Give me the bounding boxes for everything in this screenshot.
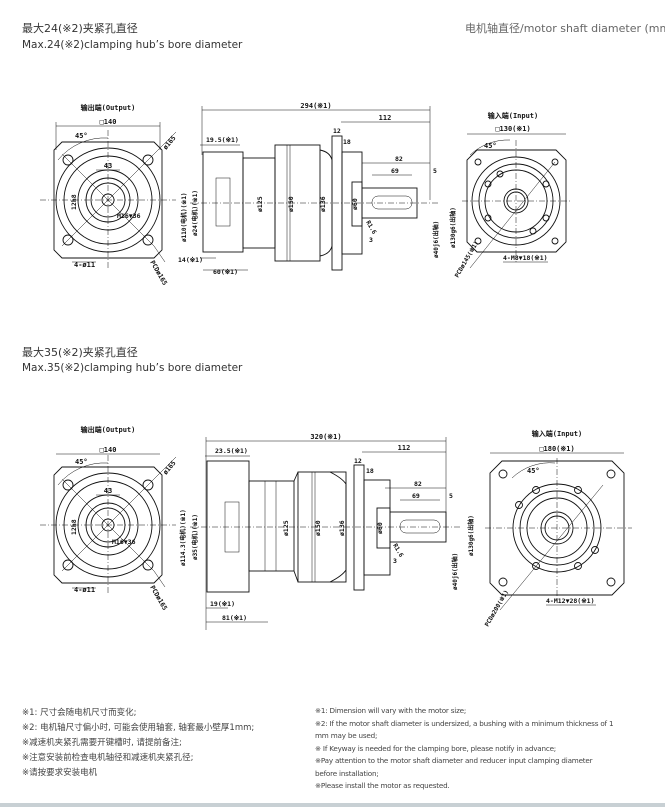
length-14: 19(※1)	[210, 600, 235, 608]
output-angle: 45°	[75, 132, 88, 140]
output-pcd: PCDø165	[148, 584, 169, 612]
output-43: 43	[104, 487, 112, 495]
dia-spigot: ø130g6(出轴)	[467, 515, 475, 556]
length-18: 18	[343, 138, 351, 146]
output-pcd-dia: ø165	[161, 134, 177, 151]
length-5: 5	[449, 492, 453, 500]
input-end-view: 输入端(Input) □130(※1) 45° 4-M8▼18(※1) PCDø…	[453, 111, 572, 279]
note-en: ※ If Keyway is needed for the clamping b…	[315, 743, 557, 753]
length-12: 12	[354, 457, 362, 465]
dia-136: ø136	[338, 520, 346, 536]
input-square-dim: □180(※1)	[539, 445, 574, 453]
output-angle: 45°	[75, 458, 88, 466]
dia-125: ø125	[282, 520, 290, 536]
length-12: 12	[333, 127, 341, 135]
length-3: 3	[393, 557, 397, 565]
output-thread: M16▼36	[112, 538, 136, 546]
note-cn: ※注意安装前检查电机轴径和减速机夹紧孔径;	[22, 753, 194, 763]
section-2-title-cn: 最大35(※2)夹紧孔直径	[22, 346, 138, 359]
dia-motor-flange: ø114.3(电机)(※1)	[179, 509, 187, 566]
length-hub: 23.5(※1)	[215, 447, 248, 455]
notes-en: ※1: Dimension will vary with the motor s…	[315, 705, 615, 793]
output-end-view: 输出端(Output) □140 45° ø165 43 12h8 M16▼36…	[40, 425, 178, 612]
output-holes: 4-ø11	[74, 261, 95, 269]
note-en: ※Please install the motor as requested.	[315, 781, 450, 790]
length-total: 320(※1)	[310, 433, 341, 441]
output-key: 12h8	[70, 194, 78, 210]
input-thread: 4-M8▼18(※1)	[503, 254, 548, 262]
bottom-divider	[0, 803, 665, 807]
length-total: 294(※1)	[300, 102, 331, 110]
dia-60: ø60	[351, 198, 359, 210]
length-60: 81(※1)	[222, 614, 247, 622]
note-cn: ※减速机夹紧孔需要开键槽时, 请提前备注;	[22, 738, 182, 748]
length-112: 112	[398, 444, 411, 452]
dia-125: ø125	[256, 196, 264, 212]
motor-shaft-diameter-label: 电机轴直径/motor shaft diameter (mm)	[465, 22, 665, 35]
length-14: 14(※1)	[178, 256, 203, 264]
length-112: 112	[379, 114, 392, 122]
input-pcd: PCDø200(※1)	[483, 588, 511, 628]
note-cn: ※2: 电机轴尺寸偏小时, 可能会使用轴套, 轴套最小壁厚1mm;	[22, 723, 255, 733]
section-2-drawing: 输出端(Output) □140 45° ø165 43 12h8 M16▼36…	[40, 425, 632, 630]
length-3: 3	[369, 236, 373, 244]
input-thread: 4-M12▼28(※1)	[546, 597, 595, 605]
input-square-dim: □130(※1)	[495, 125, 530, 133]
length-hub: 19.5(※1)	[206, 136, 239, 144]
input-label: 输入端(Input)	[488, 111, 539, 120]
output-key: 12h8	[70, 519, 78, 535]
input-label: 输入端(Input)	[532, 429, 583, 438]
length-82: 82	[395, 155, 403, 163]
input-end-view: 输入端(Input) □180(※1) 45° 4-M12▼28(※1) PCD…	[483, 429, 632, 628]
dia-clamp-bore: ø24(电机)(※1)	[191, 190, 199, 236]
output-label: 输出端(Output)	[81, 103, 136, 112]
output-holes: 4-ø11	[74, 586, 95, 594]
output-square-dim: □140	[100, 446, 117, 454]
dia-motor-flange: ø110(电机)(※1)	[180, 192, 188, 242]
notes-cn: ※1: 尺寸会随电机尺寸而变化; ※2: 电机轴尺寸偏小时, 可能会使用轴套, …	[22, 706, 254, 781]
output-end-view: 输出端(Output) □140 45° ø165 43 12h8 M16▼36…	[40, 103, 178, 287]
output-square-dim: □140	[100, 118, 117, 126]
length-69: 69	[412, 492, 420, 500]
dia-136: ø136	[319, 196, 327, 212]
output-pcd: PCDø165	[148, 259, 169, 287]
dia-clamp-bore: ø35(电机)(※1)	[191, 514, 199, 560]
note-cn: ※1: 尺寸会随电机尺寸而变化;	[22, 708, 137, 718]
section-1-drawing: 输出端(Output) □140 45° ø165 43 12h8 M16▼36…	[40, 102, 572, 287]
input-angle: 45°	[527, 467, 540, 475]
length-5: 5	[433, 167, 437, 175]
note-en: ※1: Dimension will vary with the motor s…	[315, 706, 467, 715]
note-cn: ※请按要求安装电机	[22, 768, 98, 778]
length-69: 69	[391, 167, 399, 175]
section-1-title-cn: 最大24(※2)夹紧孔直径	[22, 22, 138, 35]
section-2-title-en: Max.35(※2)clamping hub’s bore diameter	[22, 362, 243, 374]
dia-output-shaft: ø40j6(出轴)	[451, 553, 459, 590]
length-18: 18	[366, 467, 374, 475]
input-angle: 45°	[484, 142, 497, 150]
section-1-title-en: Max.24(※2)clamping hub’s bore diameter	[22, 39, 243, 51]
dia-150: ø150	[287, 196, 295, 212]
output-thread: M16▼36	[117, 212, 141, 220]
side-view: 294(※1) 112 12 18 19.5(※1) 82 69 5 3 R1.…	[178, 102, 457, 276]
note-en: ※Pay attention to the motor shaft diamet…	[315, 756, 593, 778]
dia-60: ø60	[376, 522, 384, 534]
dia-output-shaft: ø40j6(出轴)	[432, 221, 440, 258]
note-en: ※2: If the motor shaft diameter is under…	[315, 718, 614, 741]
output-label: 输出端(Output)	[81, 425, 136, 434]
dia-150: ø150	[314, 520, 322, 536]
fillet-radius: R1.6	[364, 220, 377, 236]
length-60: 60(※1)	[213, 268, 238, 276]
length-82: 82	[414, 480, 422, 488]
dia-spigot: ø130g6(出轴)	[449, 207, 457, 248]
output-43: 43	[104, 162, 112, 170]
output-pcd-dia: ø165	[161, 459, 177, 476]
side-view: 320(※1) 112 12 18 23.5(※1) 82 69 5 3 R1.…	[179, 433, 475, 630]
